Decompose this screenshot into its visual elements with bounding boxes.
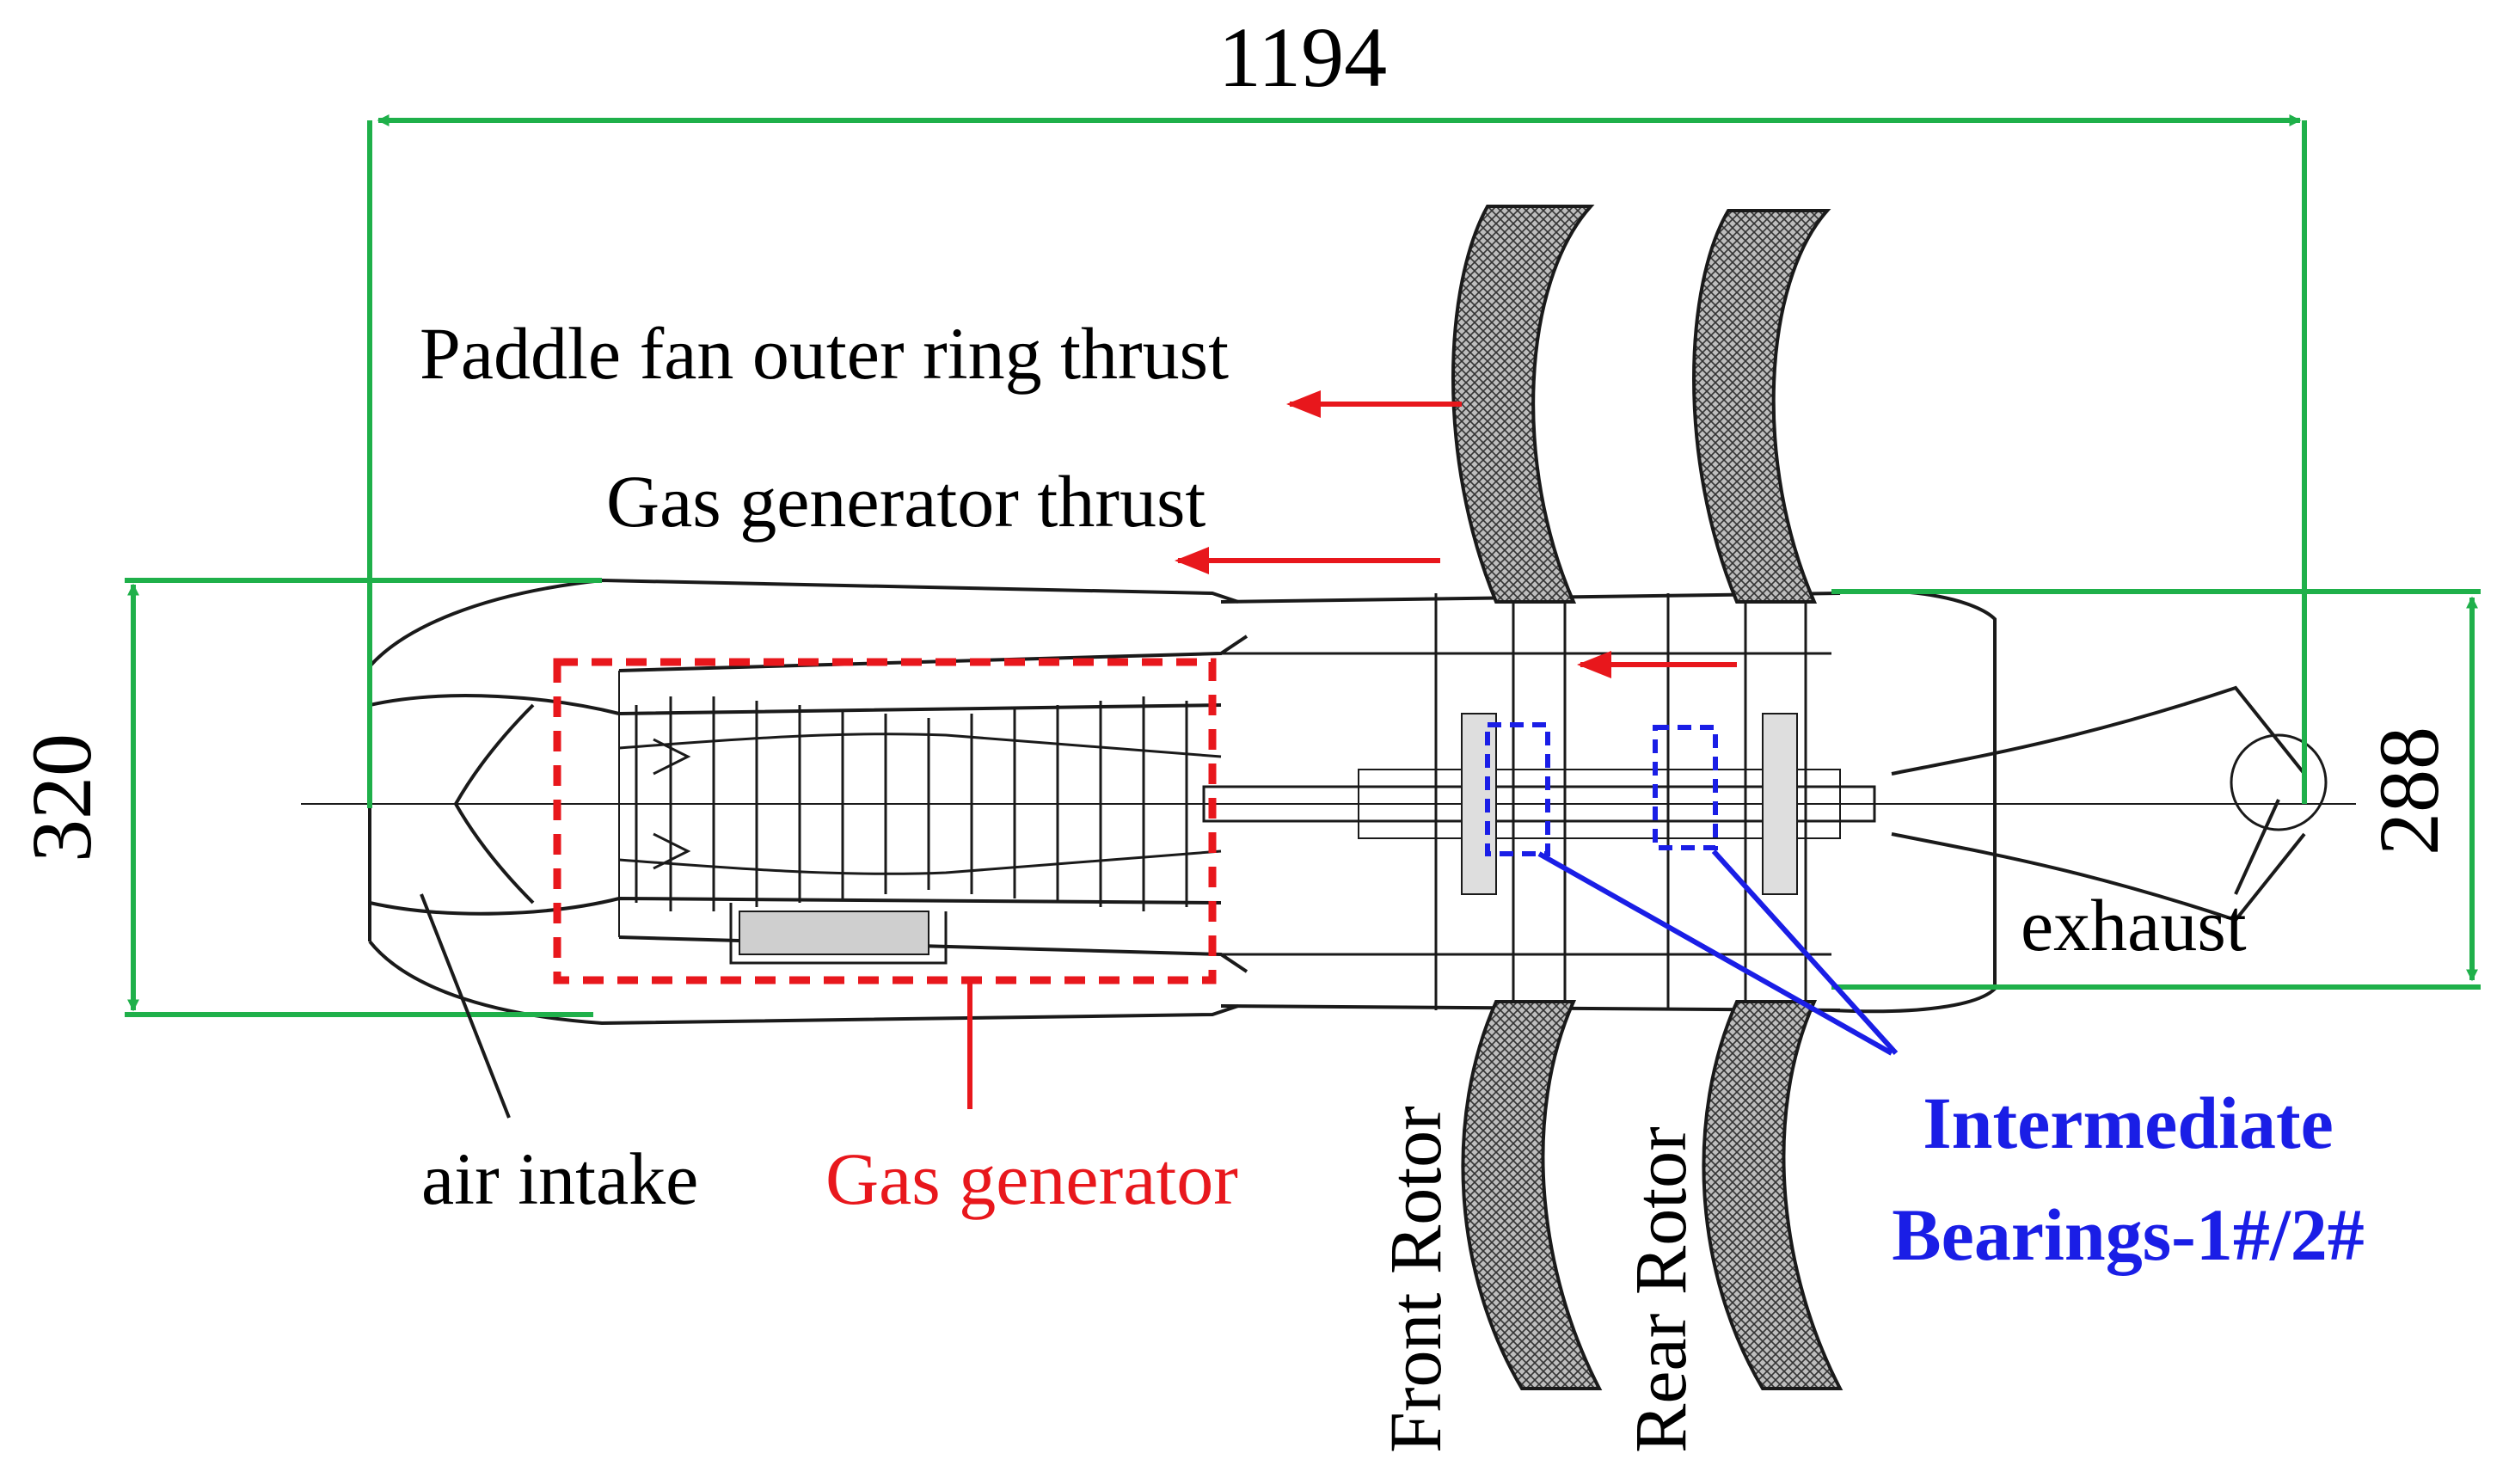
dimension-lines [125, 114, 2481, 1017]
paddle-fan-thrust-label: Paddle fan outer ring thrust [420, 312, 1229, 395]
length-value: 1194 [1218, 9, 1387, 105]
air-intake-leader [420, 893, 511, 1119]
gas-generator-label: Gas generator [825, 1138, 1238, 1220]
gas-generator-box [553, 658, 1217, 984]
exhaust-diameter-value: 288 [2361, 727, 2457, 855]
rotor-blades [1451, 205, 1844, 1390]
intermediate-bearings-label-line2: Bearings-1#/2# [1892, 1193, 2364, 1276]
exhaust-leader [2234, 799, 2280, 895]
bearing-2-leader [1711, 849, 1899, 1056]
front-rotor-label: Front Rotor [1374, 1106, 1457, 1453]
rear-rotor-label: Rear Rotor [1619, 1126, 1702, 1453]
exhaust-label: exhaust [2021, 884, 2247, 966]
gas-generator-thrust-label: Gas generator thrust [606, 460, 1205, 543]
front-rotor-upper-blade [1451, 205, 1595, 604]
air-intake-label: air intake [421, 1138, 698, 1220]
front-rotor-lower-blade [1461, 1000, 1603, 1390]
bearing-2-box [1653, 725, 1718, 850]
bearing-1-leader [1537, 851, 1893, 1056]
intermediate-bearings-label-line1: Intermediate [1923, 1082, 2334, 1164]
inlet-diameter-value: 320 [14, 733, 109, 862]
rear-rotor-lower-blade [1702, 1000, 1844, 1390]
rear-rotor-upper-blade [1692, 209, 1831, 604]
bearing-1-box [1485, 722, 1550, 856]
